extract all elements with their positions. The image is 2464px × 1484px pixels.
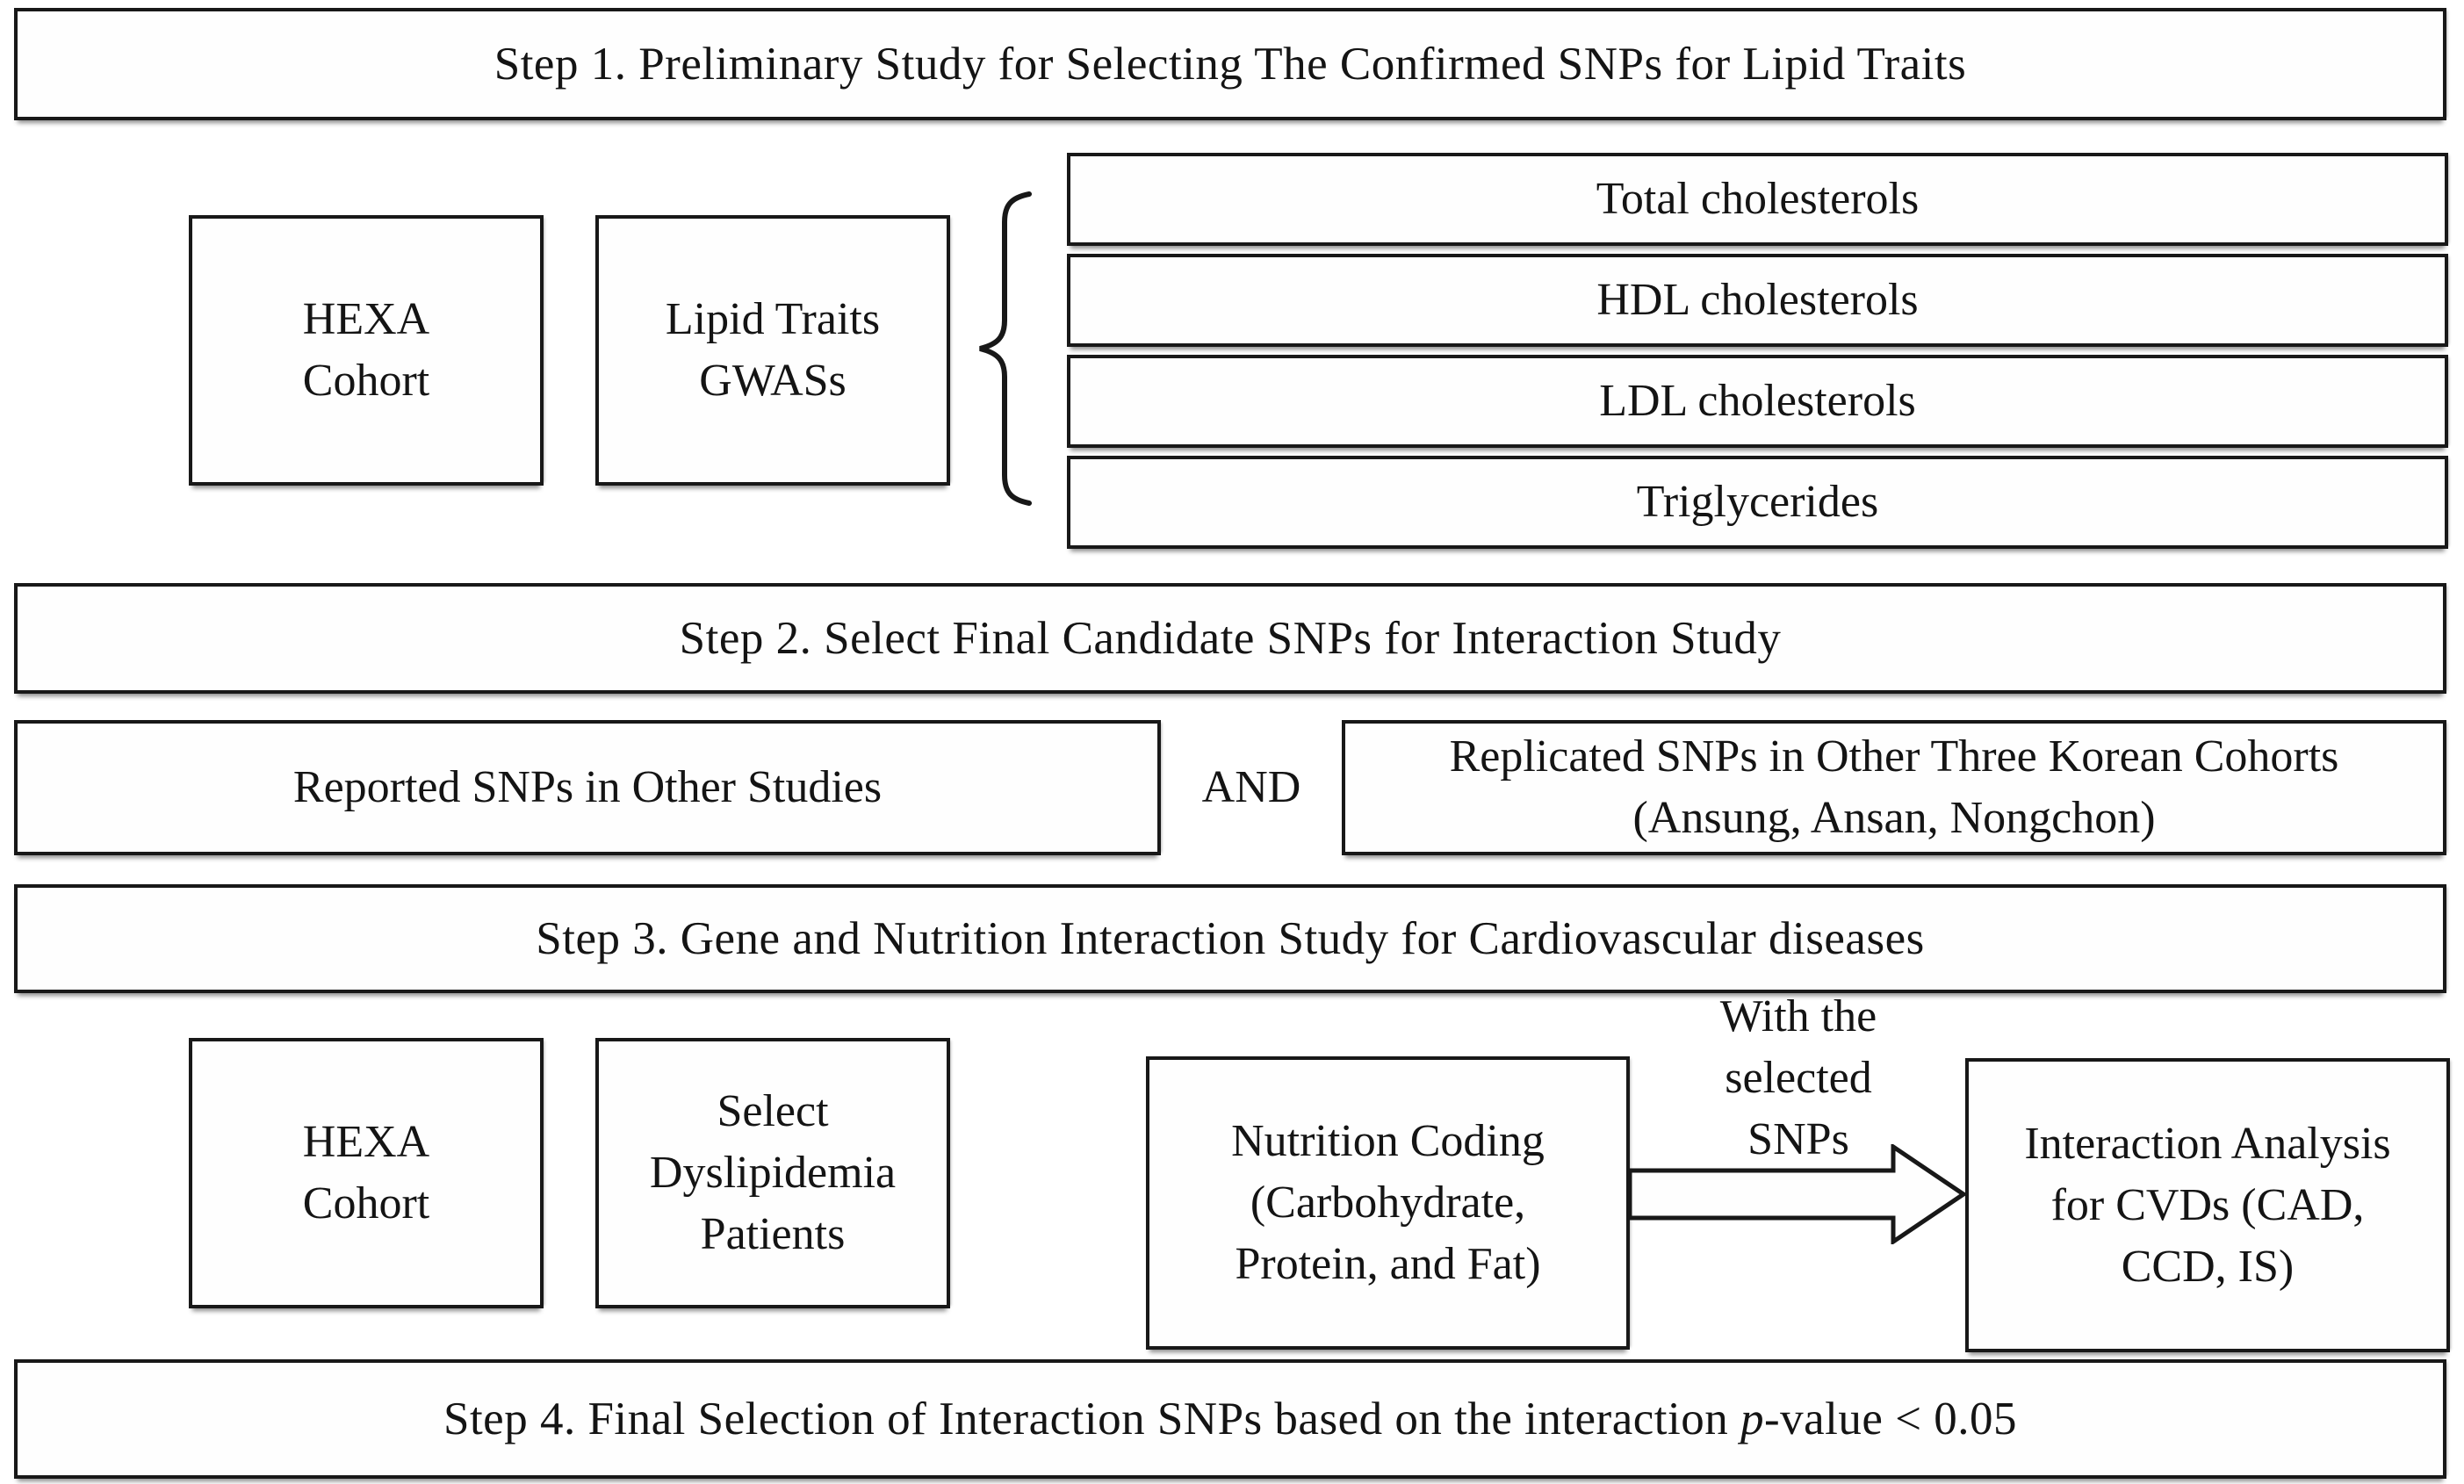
select-dyslipidemia-patients-label: Select Dyslipidemia Patients [649, 1086, 897, 1259]
reported-snps-box: Reported SNPs in Other Studies [14, 720, 1161, 855]
arrow-annotation-text: With the selected SNPs [1719, 991, 1877, 1164]
lipid-traits-gwas-box: Lipid Traits GWASs [595, 215, 950, 486]
hexa-cohort-box-step3: HEXA Cohort [189, 1038, 544, 1308]
interaction-analysis-label: Interaction Analysis for CVDs (CAD, CCD,… [2024, 1118, 2391, 1292]
step1-banner: Step 1. Preliminary Study for Selecting … [14, 8, 2446, 120]
lipid-traits-gwas-label: Lipid Traits GWASs [665, 294, 881, 406]
trait-row-ldl-cholesterols: LDL cholesterols [1067, 355, 2448, 448]
nutrition-coding-box: Nutrition Coding (Carbohydrate, Protein,… [1146, 1056, 1630, 1350]
hexa-cohort-label-step1: HEXA Cohort [302, 294, 430, 406]
flow-arrow-icon [1630, 1144, 1967, 1244]
step4-banner-pvalue-italic: p [1740, 1394, 1764, 1444]
trait-row-triglycerides: Triglycerides [1067, 456, 2448, 549]
trait-label-total: Total cholesterols [1596, 174, 1920, 224]
replicated-snps-box: Replicated SNPs in Other Three Korean Co… [1342, 720, 2446, 855]
replicated-snps-label: Replicated SNPs in Other Three Korean Co… [1449, 731, 2339, 843]
nutrition-coding-label: Nutrition Coding (Carbohydrate, Protein,… [1231, 1116, 1545, 1289]
step2-banner: Step 2. Select Final Candidate SNPs for … [14, 583, 2446, 694]
trait-label-ldl: LDL cholesterols [1599, 376, 1916, 426]
reported-snps-label: Reported SNPs in Other Studies [292, 762, 883, 812]
step2-banner-label: Step 2. Select Final Candidate SNPs for … [679, 613, 1782, 664]
step4-banner-suffix: -value < 0.05 [1763, 1394, 2018, 1444]
interaction-analysis-box: Interaction Analysis for CVDs (CAD, CCD,… [1965, 1058, 2450, 1352]
hexa-cohort-label-step3: HEXA Cohort [302, 1117, 430, 1228]
hexa-cohort-box-step1: HEXA Cohort [189, 215, 544, 486]
grouping-brace-icon [964, 190, 1038, 508]
trait-label-hdl: HDL cholesterols [1596, 275, 1919, 325]
step4-banner: Step 4. Final Selection of Interaction S… [14, 1359, 2446, 1479]
trait-label-triglycerides: Triglycerides [1636, 477, 1879, 527]
step1-banner-label: Step 1. Preliminary Study for Selecting … [494, 39, 1967, 90]
arrow-annotation-label: With the selected SNPs [1635, 983, 1962, 1173]
trait-row-total-cholesterols: Total cholesterols [1067, 153, 2448, 246]
step3-banner: Step 3. Gene and Nutrition Interaction S… [14, 884, 2446, 993]
select-dyslipidemia-patients-box: Select Dyslipidemia Patients [595, 1038, 950, 1308]
and-operator-text: AND [1201, 762, 1301, 812]
step4-banner-label: Step 4. Final Selection of Interaction S… [443, 1393, 2017, 1445]
step4-banner-prefix: Step 4. Final Selection of Interaction S… [443, 1394, 1740, 1444]
and-operator-label: AND [1161, 720, 1342, 855]
step3-banner-label: Step 3. Gene and Nutrition Interaction S… [536, 913, 1925, 964]
trait-row-hdl-cholesterols: HDL cholesterols [1067, 254, 2448, 347]
